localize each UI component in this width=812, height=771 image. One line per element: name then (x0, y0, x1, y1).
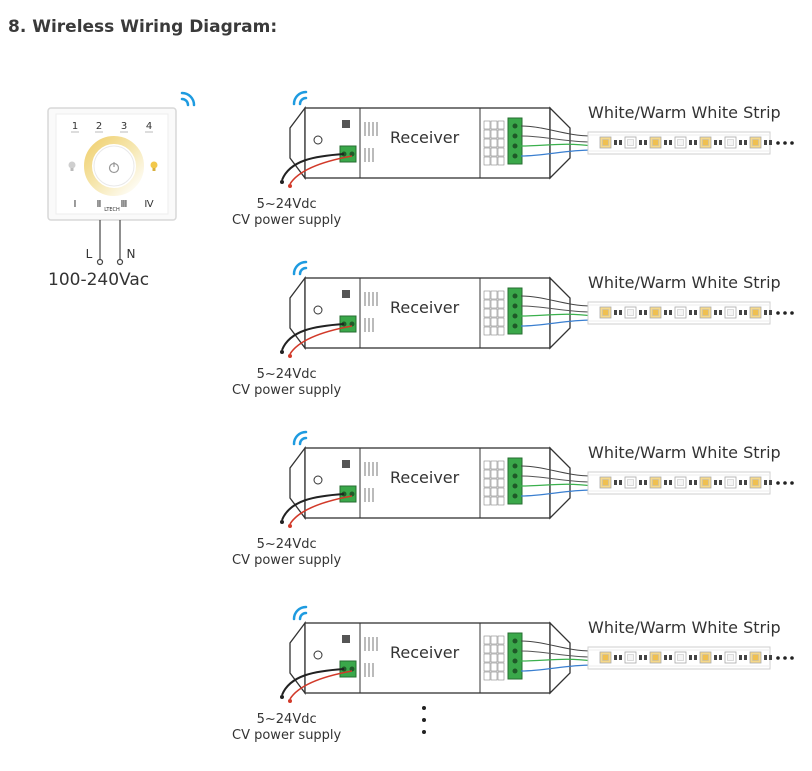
zone-label-3: 3 (121, 121, 127, 132)
strip-title: White/Warm White Strip (588, 443, 781, 462)
wireless-icon (292, 260, 308, 276)
led-strip (587, 471, 772, 495)
receiver-box (289, 276, 571, 350)
wireless-icon (292, 90, 308, 106)
receiver-box (289, 621, 571, 695)
led-strip (587, 646, 772, 670)
wireless-icon (180, 91, 196, 107)
led-strip (587, 131, 772, 155)
receiver-label: Receiver (390, 128, 460, 147)
warm-bulb-icon (150, 161, 158, 171)
zone-label-iii: Ⅲ (121, 199, 128, 210)
receiver-group (280, 90, 794, 188)
zone-label-iv: Ⅳ (144, 199, 154, 210)
zone-label-i: Ⅰ (74, 199, 77, 210)
panel-input-voltage: 100-240Vac (48, 270, 150, 290)
receiver-groups (280, 90, 794, 703)
strip-title: White/Warm White Strip (588, 273, 781, 292)
receiver-label: Receiver (390, 468, 460, 487)
receiver-group (280, 605, 794, 703)
supply-type: CV power supply (232, 383, 342, 398)
receiver-group (280, 260, 794, 358)
live-label: L (86, 247, 93, 261)
zone-label-4: 4 (146, 121, 152, 132)
supply-type: CV power supply (232, 728, 342, 743)
supply-voltage: 5~24Vdc (256, 197, 317, 212)
page-title: 8. Wireless Wiring Diagram: (8, 17, 278, 37)
panel-brand: LTECH (104, 207, 120, 213)
dimming-ring (84, 136, 144, 196)
more-receivers-ellipsis (422, 706, 426, 734)
supply-type: CV power supply (232, 553, 342, 568)
supply-voltage: 5~24Vdc (256, 367, 317, 382)
supply-type: CV power supply (232, 213, 342, 228)
wall-panel (47, 107, 177, 266)
supply-voltage: 5~24Vdc (256, 712, 317, 727)
zone-label-ii: Ⅱ (97, 199, 102, 210)
power-icon (108, 162, 120, 174)
receiver-label: Receiver (390, 298, 460, 317)
wireless-icon (292, 430, 308, 446)
strip-title: White/Warm White Strip (588, 618, 781, 637)
receiver-box (289, 106, 571, 180)
zone-label-2: 2 (96, 121, 102, 132)
led-strip (587, 301, 772, 325)
receiver-label: Receiver (390, 643, 460, 662)
strip-title: White/Warm White Strip (588, 103, 781, 122)
supply-voltage: 5~24Vdc (256, 537, 317, 552)
neutral-label: N (127, 247, 136, 261)
zone-label-1: 1 (72, 121, 78, 132)
receiver-box (289, 446, 571, 520)
wireless-icon (292, 605, 308, 621)
cool-bulb-icon (68, 161, 76, 171)
receiver-group (280, 430, 794, 528)
